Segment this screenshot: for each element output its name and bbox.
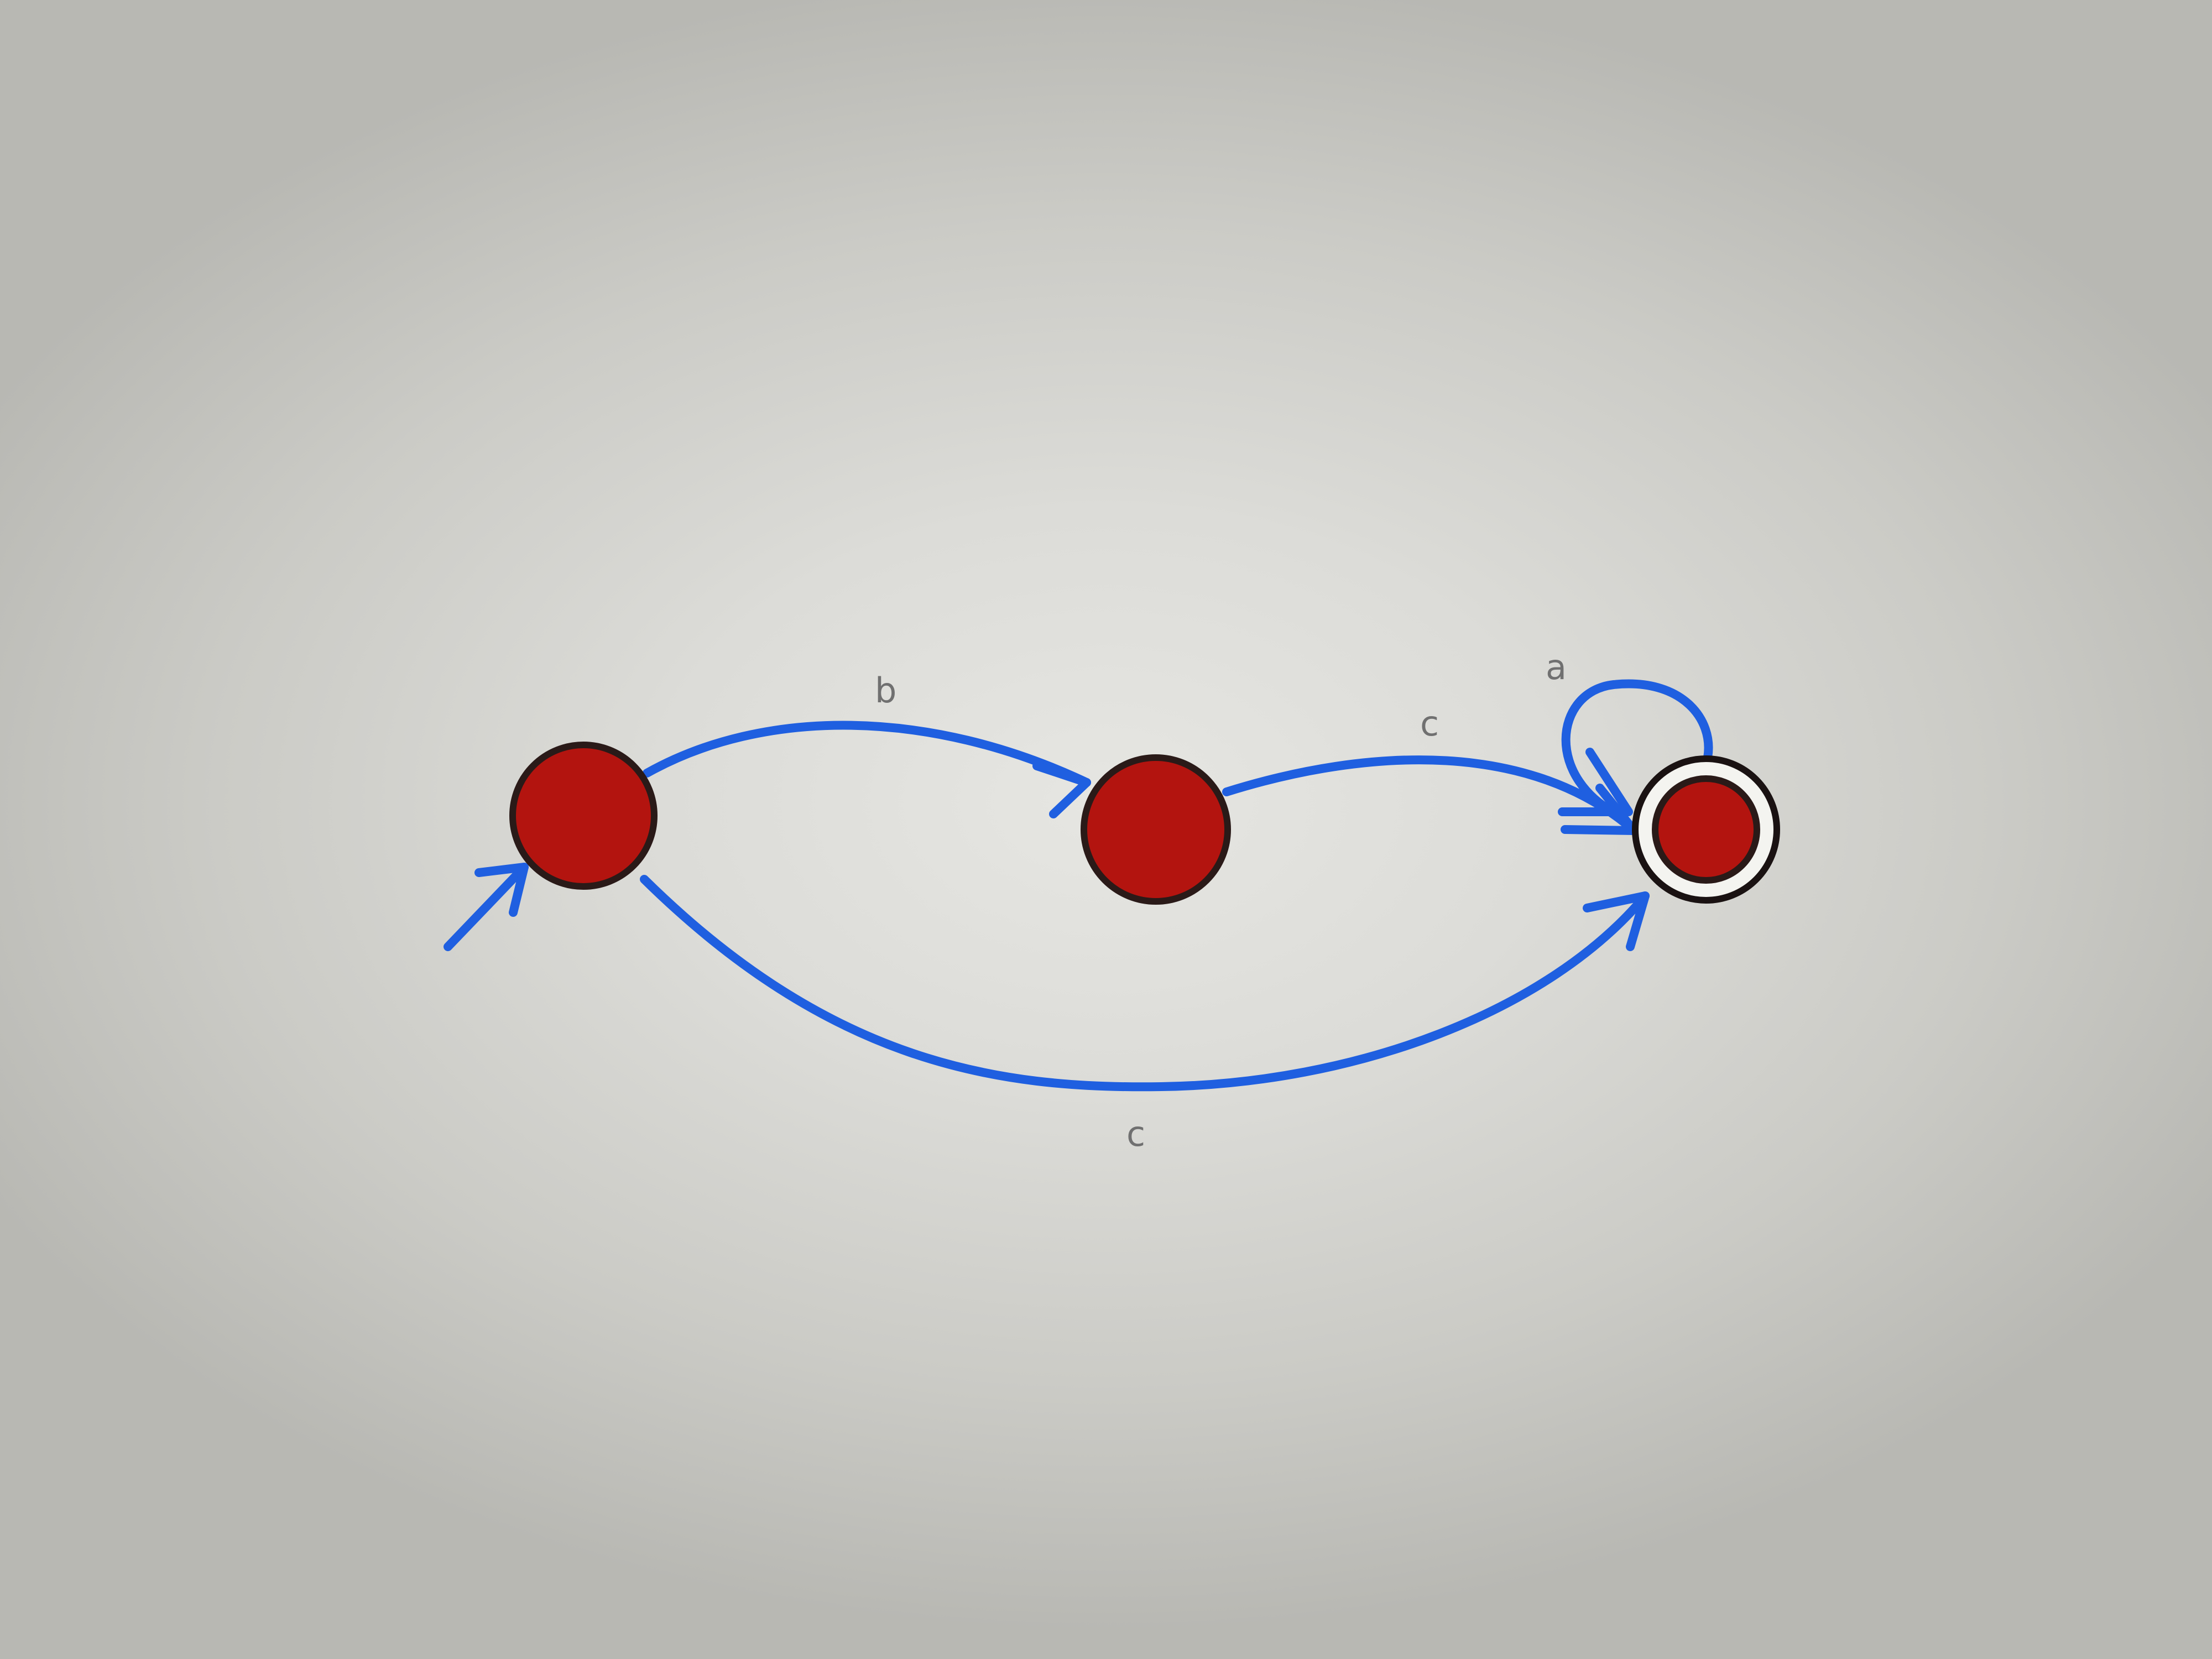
transition-s0-s2: c bbox=[640, 875, 1650, 1154]
state-s2 bbox=[1652, 775, 1760, 884]
state-s0 bbox=[509, 742, 658, 890]
transition-label-a: a bbox=[1546, 647, 1567, 687]
transition-label-b: b bbox=[875, 670, 896, 711]
state-s2-final bbox=[1632, 755, 1780, 904]
transition-s2-loop: a bbox=[1546, 647, 1713, 822]
transition-s0-s1: b bbox=[643, 670, 1091, 818]
initial-state-arrow bbox=[444, 863, 529, 951]
transition-label-c-lower: c bbox=[1126, 1114, 1145, 1154]
transition-label-c-upper: c bbox=[1420, 703, 1439, 744]
state-s1 bbox=[1081, 754, 1231, 905]
